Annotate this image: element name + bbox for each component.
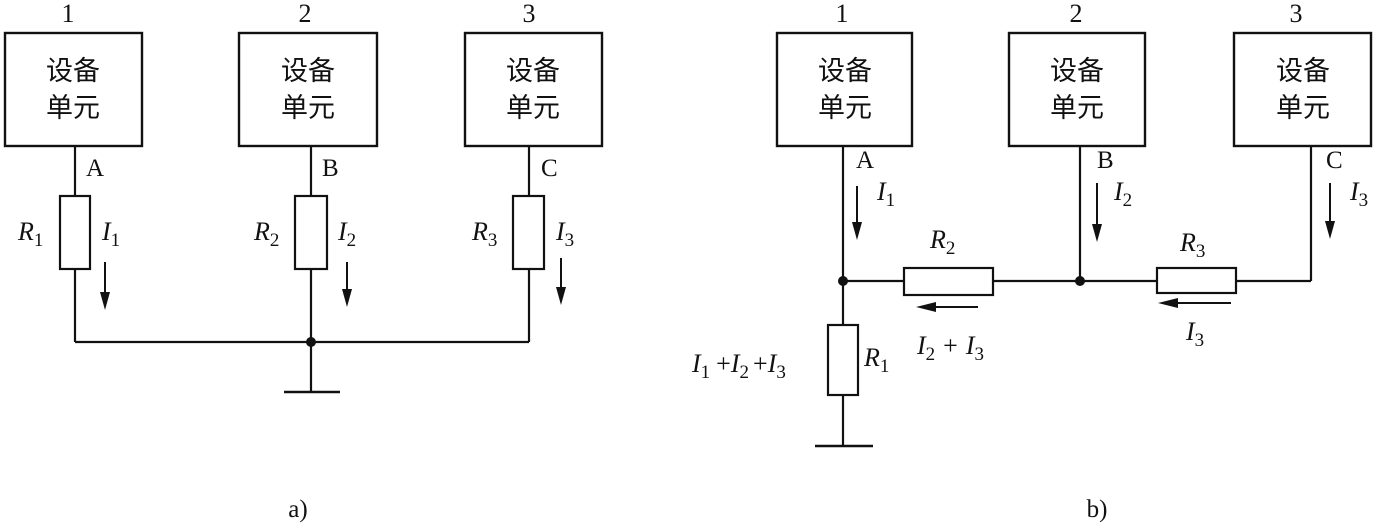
equipment-unit-label-top-1-b: 设备 <box>818 56 872 87</box>
equipment-unit-label-bottom-2-b: 单元 <box>1050 93 1104 124</box>
resistor-label-r2-a: R2 <box>253 217 279 251</box>
current-label-i2-a: I2 <box>337 217 356 251</box>
resistor-label-r1-b: R1 <box>863 343 889 377</box>
equipment-unit-label-top-2: 设备 <box>281 56 335 87</box>
equipment-unit-label-bottom-2: 单元 <box>281 93 335 124</box>
equipment-unit-box-3-b <box>1232 31 1373 148</box>
current-arrow-i1-b <box>852 186 862 240</box>
equipment-unit-label-bottom-1-b: 单元 <box>818 93 872 124</box>
equipment-unit-box-1 <box>3 31 144 148</box>
current-label-i3-b: I3 <box>1349 177 1368 211</box>
current-arrow-i2-a <box>342 262 352 307</box>
equipment-unit-box-2-b <box>1007 31 1147 148</box>
node-label-c: C <box>541 155 558 182</box>
equipment-unit-label-bottom-3-b: 单元 <box>1276 93 1330 124</box>
current-arrow-i3-a <box>556 258 566 305</box>
current-label-i2-b: I2 <box>1113 177 1132 211</box>
node-label-c-b: C <box>1326 147 1343 174</box>
resistor-r2-a <box>293 194 329 271</box>
resistor-r3-b <box>1155 266 1238 295</box>
junction-node-1-b <box>838 276 848 286</box>
current-arrow-i3-b <box>1325 183 1335 239</box>
current-label-i1-b: I1 <box>876 177 895 211</box>
panel-b: 1 设备 单元 A I1 2 设备 单元 B I2 3 设备 单元 C I3 <box>691 0 1373 523</box>
current-arrow-i2-plus-i3-b <box>916 302 978 312</box>
current-label-i2-plus-i3-b: I2+I3 <box>916 331 984 365</box>
node-label-b: B <box>322 155 339 182</box>
node-label-b-b: B <box>1097 147 1114 174</box>
equipment-unit-box-2 <box>237 31 379 148</box>
equipment-unit-label-bottom-1: 单元 <box>46 93 100 124</box>
equipment-unit-box-3 <box>463 31 604 148</box>
unit-number-3: 3 <box>523 0 536 28</box>
resistor-r1-b <box>826 323 860 397</box>
unit-number-1: 1 <box>62 0 75 28</box>
equipment-unit-box-1-b <box>775 31 914 148</box>
unit-number-3-b: 3 <box>1290 0 1303 28</box>
junction-node-2-b <box>1075 276 1085 286</box>
resistor-r1-a <box>58 194 92 271</box>
resistor-label-r2-b: R2 <box>929 225 955 259</box>
resistor-r3-a <box>511 194 546 271</box>
resistor-label-r1-a: R1 <box>17 217 43 251</box>
unit-number-1-b: 1 <box>836 0 849 28</box>
equipment-unit-label-top-2-b: 设备 <box>1050 56 1104 87</box>
caption-a: a) <box>288 496 307 523</box>
equipment-unit-label-top-3: 设备 <box>506 56 560 87</box>
unit-number-2-b: 2 <box>1070 0 1083 28</box>
current-arrow-i1-a <box>100 262 110 310</box>
unit-number-2: 2 <box>299 0 312 28</box>
current-label-total-b: I1+I2+I3 <box>691 349 786 383</box>
current-label-i3-a: I3 <box>555 217 574 251</box>
current-label-i3-chain-b: I3 <box>1185 317 1204 351</box>
junction-node-a <box>306 337 316 347</box>
current-arrow-i2-b <box>1092 183 1102 242</box>
node-label-a-b: A <box>856 147 874 174</box>
equipment-unit-label-top-1: 设备 <box>46 56 100 87</box>
node-label-a: A <box>86 155 104 182</box>
equipment-unit-label-bottom-3: 单元 <box>506 93 560 124</box>
resistor-label-r3-a: R3 <box>471 217 497 251</box>
current-arrow-i3-chain-b <box>1158 298 1231 308</box>
panel-a: 1 设备 单元 A R1 I1 2 设备 单元 B R2 I2 3 设备 单元 <box>3 0 604 523</box>
equipment-unit-label-top-3-b: 设备 <box>1276 56 1330 87</box>
resistor-label-r3-b: R3 <box>1179 228 1205 262</box>
caption-b: b) <box>1087 496 1108 523</box>
resistor-r2-b <box>902 266 995 297</box>
current-label-i1-a: I1 <box>101 217 120 251</box>
